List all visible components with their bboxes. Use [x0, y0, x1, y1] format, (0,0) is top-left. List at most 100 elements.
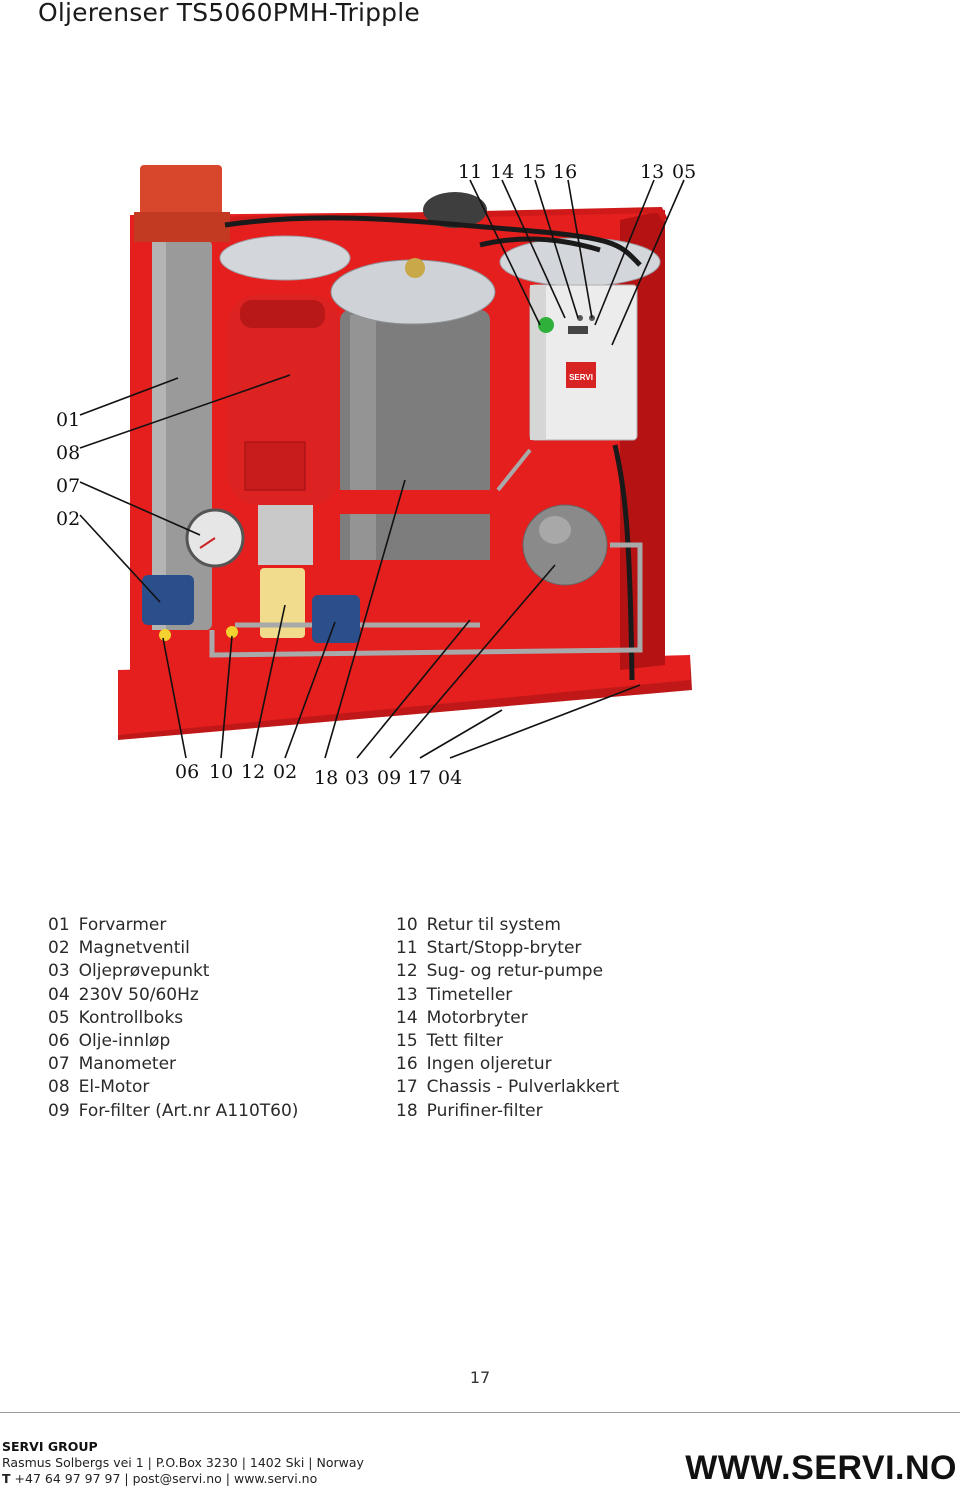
callout-bottom-10: 10 — [209, 761, 233, 783]
legend-label: Sug- og retur-pumpe — [426, 961, 604, 982]
power-cable — [612, 444, 635, 681]
hour-counter — [568, 326, 588, 334]
page-number: 17 — [469, 1368, 491, 1387]
legend-number: 07 — [48, 1054, 70, 1075]
legend-item: 12 Sug- og retur-pumpe — [396, 960, 619, 983]
legend-number: 04 — [48, 984, 70, 1005]
legend-label: Start/Stopp-bryter — [426, 938, 582, 959]
pressure-vessel — [522, 504, 608, 586]
vessel-highlight — [539, 516, 571, 544]
callout-bottom-06: 06 — [175, 761, 199, 783]
servi-logo-badge — [566, 362, 596, 388]
callout-top-15: 15 — [522, 161, 546, 183]
legend-label: Forvarmer — [78, 915, 167, 935]
legend-item: 11 Start/Stopp-bryter — [396, 937, 619, 960]
motor-fan-cover — [240, 300, 325, 328]
callout-bottom-18: 18 — [314, 767, 338, 789]
callout-top-14: 14 — [490, 161, 514, 183]
solenoid-valve-left — [142, 575, 194, 625]
callout-top-11: 11 — [458, 161, 482, 183]
callout-bottom-04: 04 — [438, 767, 462, 789]
motor-terminal-box — [244, 441, 306, 491]
legend-item: 09 For-filter (Art.nr A110T60) — [48, 1100, 298, 1123]
product-illustration: SERVI — [0, 150, 960, 800]
legend-label: El-Motor — [78, 1077, 150, 1098]
legend-label: Chassis - Pulverlakkert — [426, 1077, 620, 1098]
legend-number: 08 — [48, 1077, 70, 1098]
legend-number: 16 — [396, 1054, 418, 1075]
preheater-highlight — [152, 240, 166, 630]
callout-bottom-12: 12 — [241, 761, 265, 783]
callout-leaders — [79, 179, 685, 759]
legend-number: 17 — [396, 1077, 418, 1098]
callout-left-07: 07 — [56, 475, 80, 497]
solenoid-valve-right — [312, 595, 360, 643]
callout-left-02: 02 — [56, 508, 80, 530]
legend-number: 02 — [48, 938, 70, 959]
legend-item: 04 230V 50/60Hz — [48, 984, 298, 1007]
callout-bottom-02: 02 — [273, 761, 297, 783]
legend-number: 06 — [48, 1030, 70, 1051]
callout-bottom-17: 17 — [407, 767, 431, 789]
rear-tank-lid-left — [219, 235, 351, 281]
page-title: Oljerenser TS5060PMH-Tripple — [38, 0, 420, 27]
legend-item: 16 Ingen oljeretur — [396, 1053, 619, 1076]
tank-band-upper — [336, 490, 494, 514]
callout-top-13: 13 — [640, 161, 664, 183]
legend-number: 14 — [396, 1007, 418, 1028]
legend-label: Timeteller — [426, 984, 513, 1005]
sample-point-cap — [405, 258, 425, 278]
tank-highlight — [350, 315, 376, 585]
footer-contact: T +47 64 97 97 97 | post@servi.no | www.… — [2, 1471, 317, 1486]
footer-website: WWW.SERVI.NO — [685, 1449, 957, 1487]
gauge-pipe — [496, 448, 532, 492]
start-stop-switch — [538, 317, 554, 333]
legend-number: 13 — [396, 984, 418, 1005]
footer-address: Rasmus Solbergs vei 1 | P.O.Box 3230 | 1… — [2, 1455, 364, 1470]
tank-band-lower — [336, 560, 494, 590]
inlet-fitting — [159, 629, 171, 641]
legend-number: 18 — [396, 1100, 418, 1121]
legend-label: Oljeprøvepunkt — [78, 961, 210, 982]
oil-purifier-drawing: SERVI — [56, 161, 696, 789]
callout-left-08: 08 — [56, 442, 80, 464]
legend-label: Retur til system — [426, 915, 561, 935]
legend-number: 01 — [48, 915, 70, 935]
callout-top-16: 16 — [553, 161, 577, 183]
legend-label: Kontrollboks — [78, 1007, 184, 1028]
pre-filter-housing — [260, 568, 305, 638]
legend-label: Purifiner-filter — [426, 1100, 543, 1121]
return-pipe — [209, 542, 643, 658]
legend-number: 12 — [396, 961, 418, 982]
legend-label: 230V 50/60Hz — [78, 984, 199, 1005]
callout-bottom-09: 09 — [377, 767, 401, 789]
top-strainer — [423, 192, 487, 228]
legend-label: For-filter (Art.nr A110T60) — [78, 1100, 299, 1121]
legend-number: 10 — [396, 915, 418, 935]
legend-number: 11 — [396, 938, 418, 959]
footer-divider — [0, 1412, 960, 1413]
legend-item: 08 El-Motor — [48, 1076, 298, 1099]
servi-logo-text: SERVI — [569, 373, 593, 382]
legend-label: Ingen oljeretur — [426, 1054, 552, 1075]
legend-label: Motorbryter — [426, 1007, 528, 1028]
legend-number: 09 — [48, 1100, 70, 1121]
preheater-head — [140, 165, 222, 225]
legend-label: Magnetventil — [78, 938, 190, 959]
return-fitting — [226, 626, 238, 638]
legend-item: 14 Motorbryter — [396, 1007, 619, 1030]
legend-item: 02 Magnetventil — [48, 937, 298, 960]
legend-item: 18 Purifiner-filter — [396, 1100, 619, 1123]
legend-label: Manometer — [78, 1054, 177, 1075]
legend-item: 01 Forvarmer — [48, 914, 298, 937]
indicator-lamp-1 — [577, 315, 583, 321]
legend-number: 15 — [396, 1030, 418, 1051]
callout-bottom-03: 03 — [345, 767, 369, 789]
footer-company-name: SERVI GROUP — [2, 1439, 98, 1454]
preheater-collar — [134, 212, 230, 242]
